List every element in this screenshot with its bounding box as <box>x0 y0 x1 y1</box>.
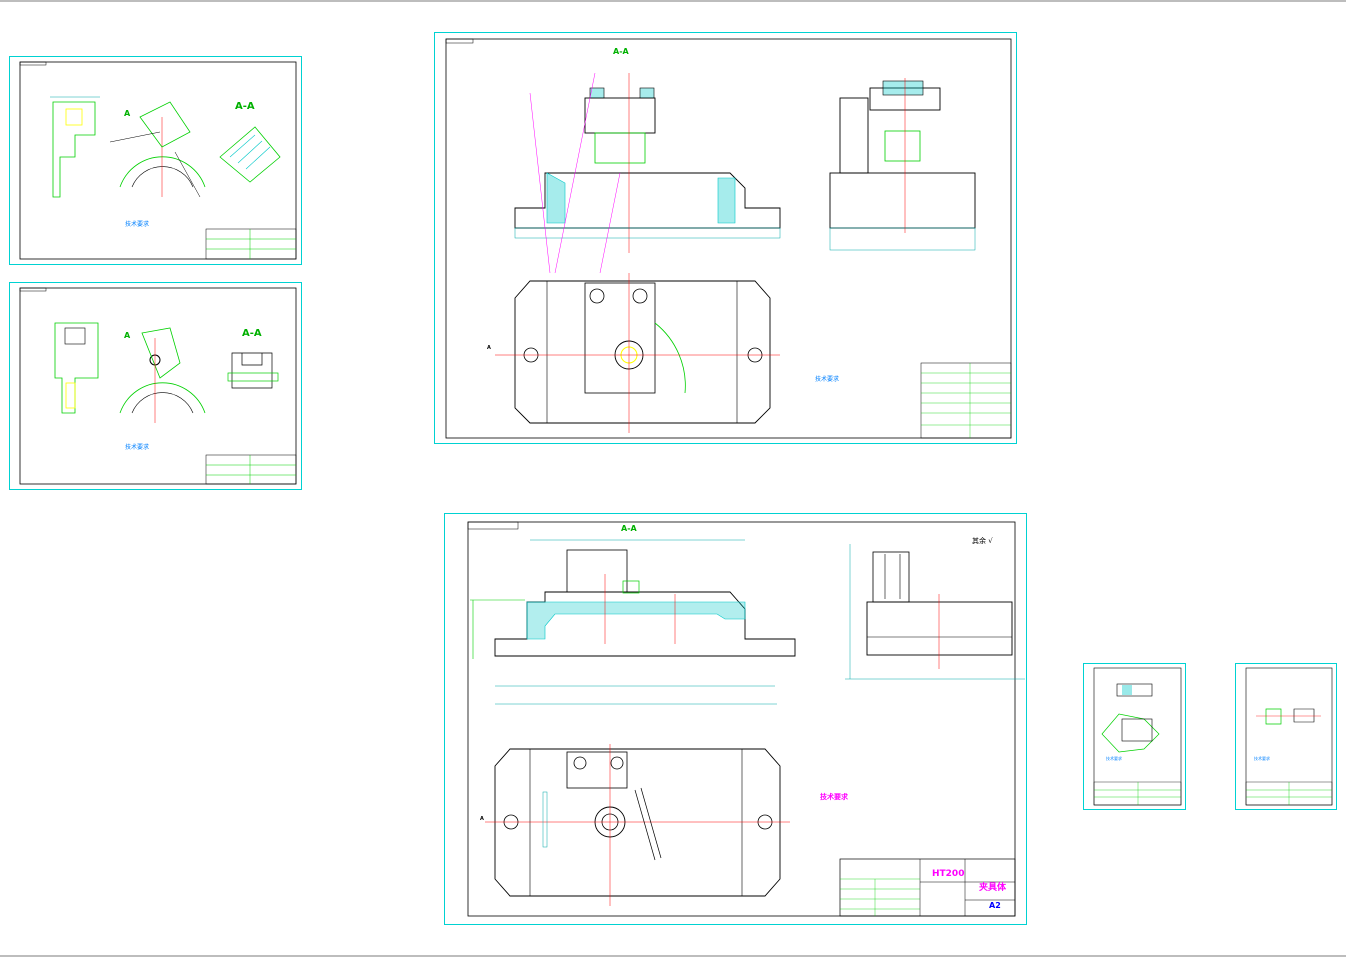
view-label: A <box>487 345 491 351</box>
section-label: A-A <box>621 524 637 533</box>
small-part-1-drawing <box>1093 667 1182 806</box>
assembly-drawing <box>445 38 1012 439</box>
roughness-text: 其余 <box>972 537 986 545</box>
part-b-drawing <box>19 287 297 485</box>
section-label: A-A <box>613 47 629 56</box>
view-label: A <box>124 331 131 340</box>
notes-title: 技术要求 <box>1254 756 1270 761</box>
material-label: HT200 <box>932 869 965 879</box>
section-label: A-A <box>242 328 262 339</box>
notes-title: 技术要求 <box>125 444 150 451</box>
surface-roughness-icon: √ <box>988 537 993 545</box>
view-label: A <box>124 109 131 118</box>
drawing-sheet-assembly[interactable]: A-A A 技术要求 <box>434 32 1017 444</box>
drawing-sheet-fixture-body[interactable]: A-A A 技术要求 HT200 夹具体 A2 其余 √ <box>444 513 1027 925</box>
view-label: A <box>480 816 484 822</box>
paper-size-label: A2 <box>989 901 1001 910</box>
bottom-edge-line <box>0 955 1346 957</box>
part-a-drawing <box>19 61 297 260</box>
drawing-sheet-small-1[interactable]: 技术要求 <box>1083 663 1186 810</box>
fixture-body-drawing <box>467 521 1025 917</box>
notes-title: 技术要求 <box>125 221 150 228</box>
roughness-note: 其余 √ <box>972 536 993 546</box>
notes-title: 技术要求 <box>820 793 848 801</box>
drawing-sheet-small-2[interactable]: 技术要求 <box>1235 663 1337 810</box>
drawing-sheet-part-a[interactable]: A-A A 技术要求 <box>9 56 302 265</box>
top-edge-line <box>0 0 1346 2</box>
notes-title: 技术要求 <box>815 376 840 383</box>
section-label: A-A <box>235 101 255 112</box>
part-name-label: 夹具体 <box>979 883 1007 893</box>
small-part-2-drawing <box>1245 667 1333 806</box>
notes-title: 技术要求 <box>1106 756 1122 761</box>
drawing-sheet-part-b[interactable]: A-A A 技术要求 <box>9 282 302 490</box>
